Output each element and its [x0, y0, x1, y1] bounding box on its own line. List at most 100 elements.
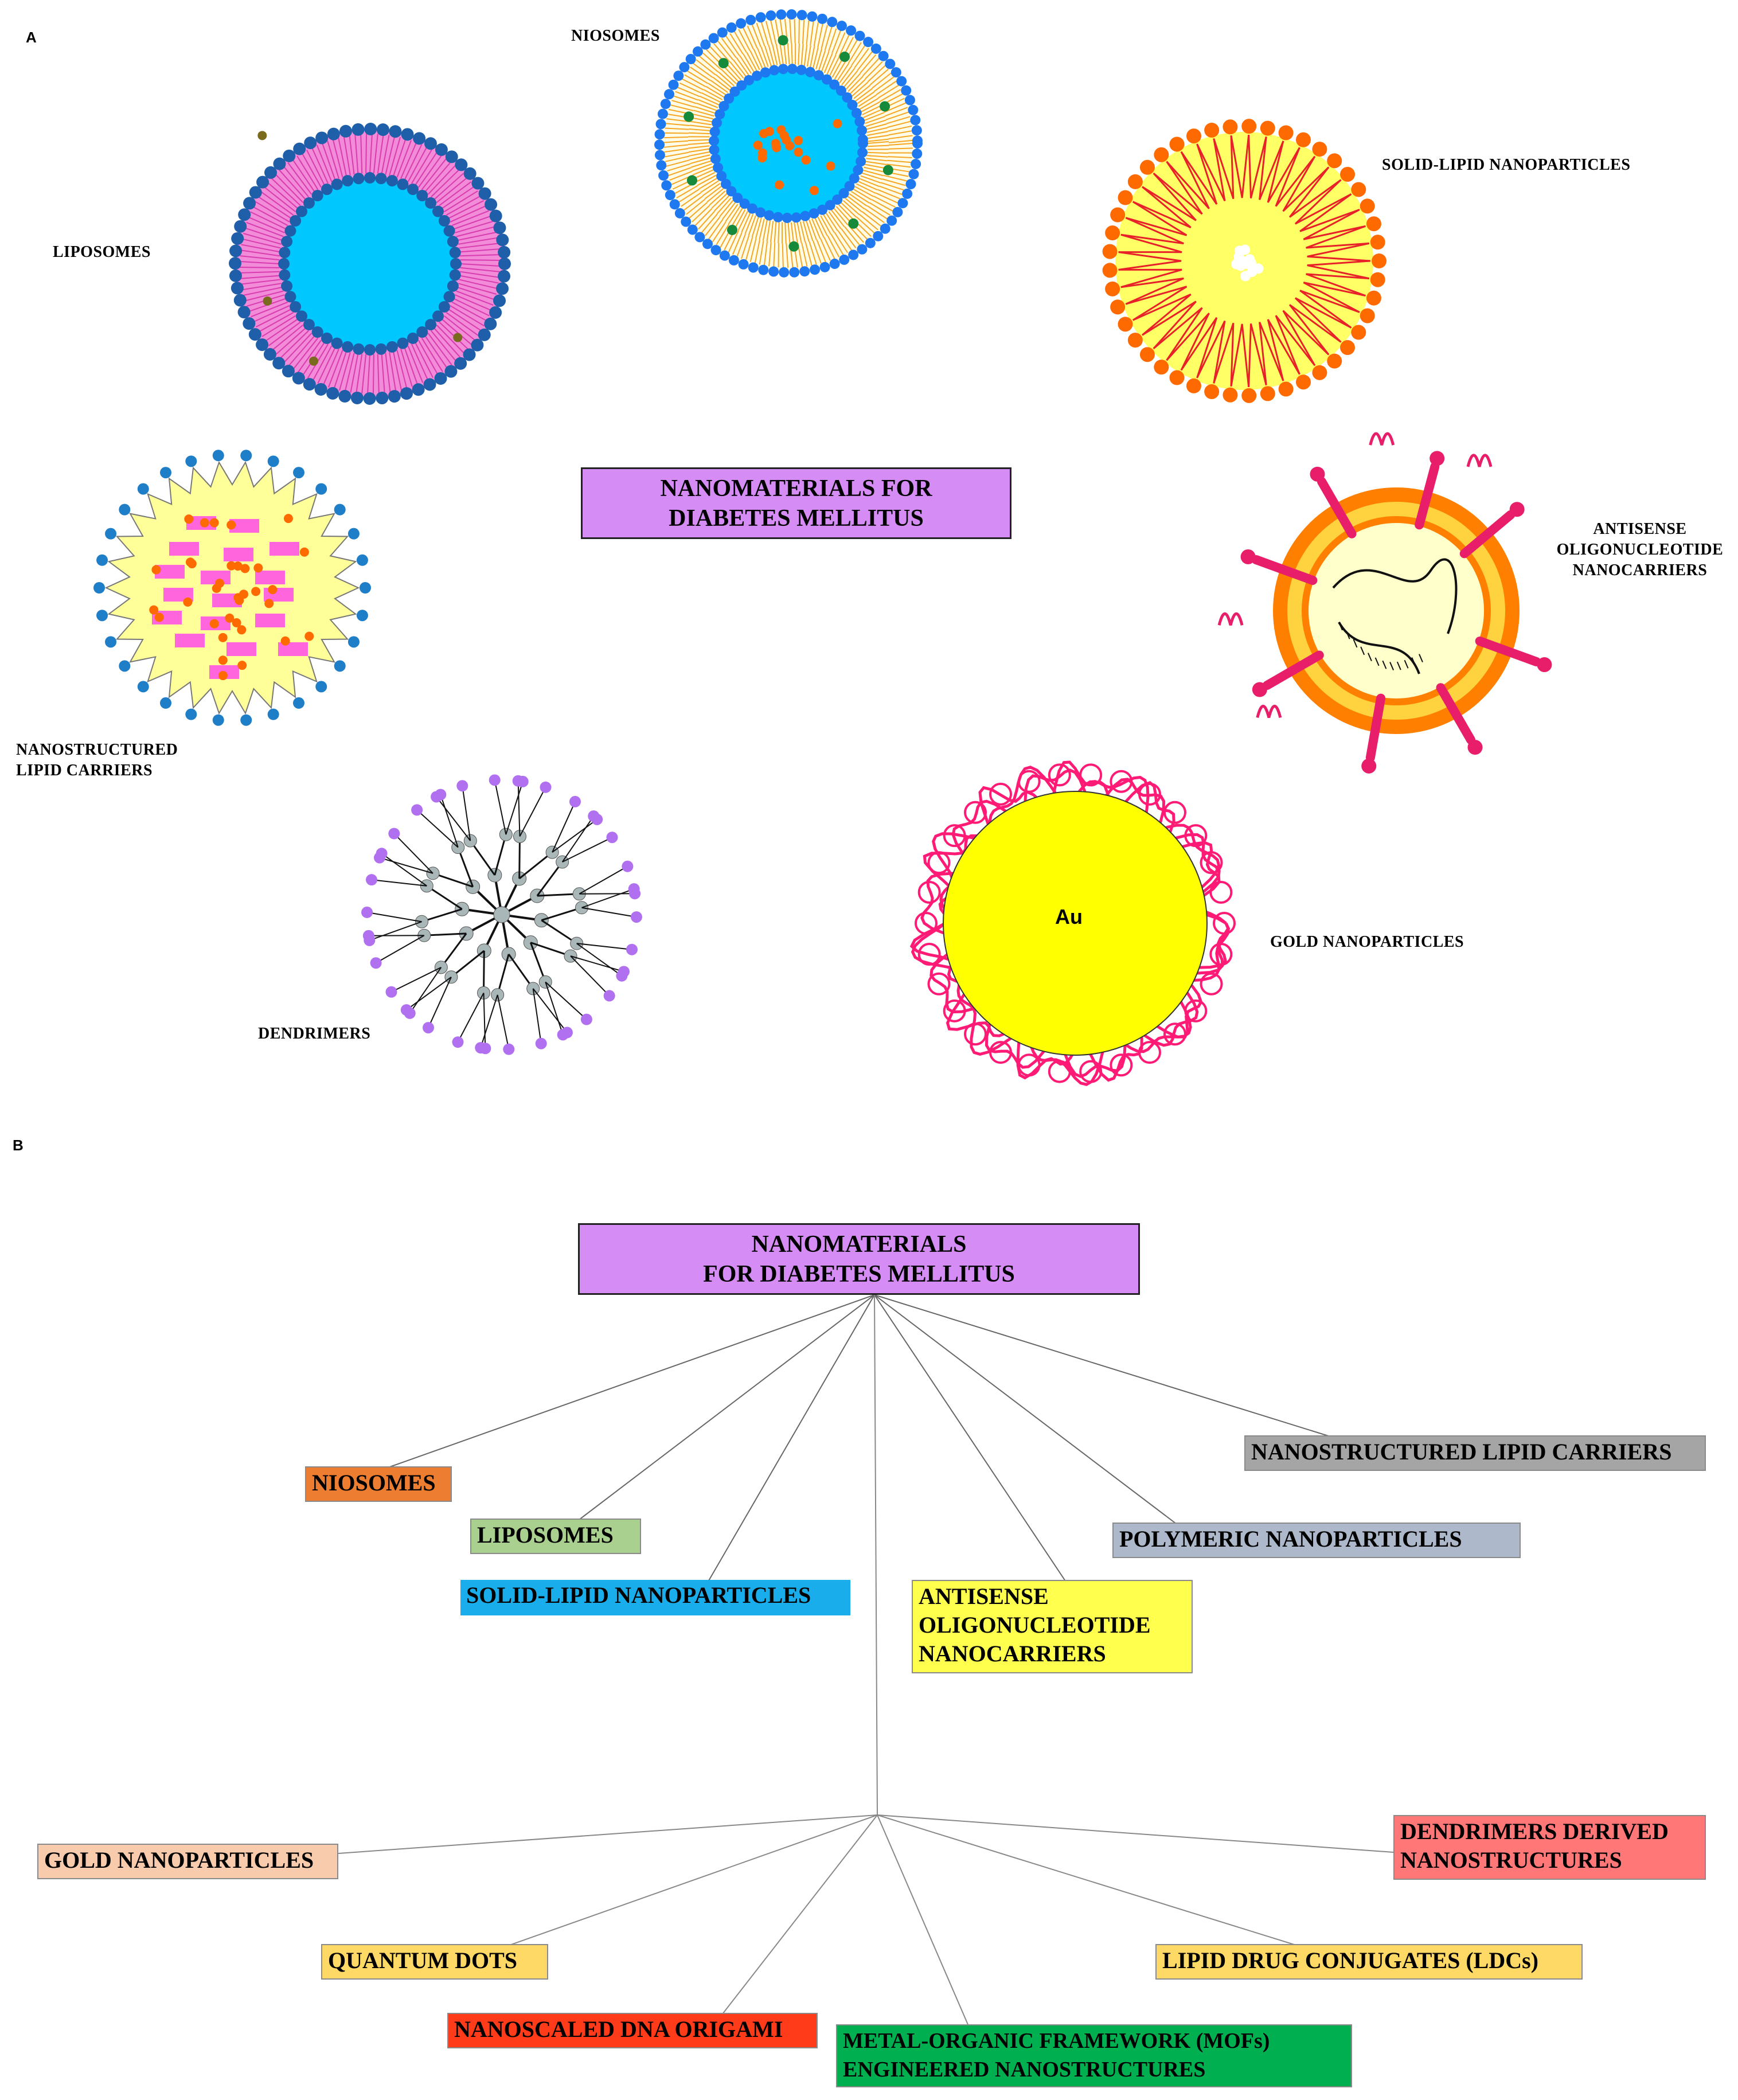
head-group	[1105, 281, 1120, 296]
dendrimer-branch	[545, 982, 564, 1035]
lipid-tail	[459, 275, 499, 284]
outer-head-group	[484, 317, 497, 330]
hydrophilic-drug	[826, 161, 835, 171]
surfactant-head	[347, 528, 360, 540]
outer-head-group	[463, 348, 476, 361]
inner-head-group	[449, 247, 461, 259]
surfactant-head	[356, 554, 368, 566]
lipid-tail	[443, 315, 476, 341]
drug-crystal	[1253, 263, 1264, 274]
surfactant-tail	[874, 76, 895, 92]
lipid-tail	[1125, 201, 1188, 236]
dendrimer-branch	[545, 981, 587, 1020]
drug-molecule	[212, 584, 221, 594]
panel-a-letter: A	[26, 29, 37, 46]
coating-loop	[964, 1022, 987, 1046]
lipid-tail	[456, 226, 495, 237]
surfactant-head	[315, 681, 327, 693]
lipid-tail	[328, 350, 343, 388]
liquid-lipid-domain	[270, 542, 299, 556]
coating-loop	[1017, 1053, 1041, 1077]
category-liposomes: LIPOSOMES	[470, 1519, 641, 1554]
drug-molecule	[226, 520, 236, 530]
surfactant-tail	[872, 72, 892, 89]
surfactant-tail	[831, 58, 843, 78]
inner-head-group	[857, 147, 868, 158]
surfactant-head	[160, 467, 171, 479]
label-niosomes: NIOSOMES	[571, 27, 660, 45]
terminal-group	[423, 1022, 435, 1034]
lipid-tail	[243, 286, 283, 296]
lipid-tail	[404, 144, 423, 181]
targeting-ligand	[1251, 555, 1318, 585]
inner-head-group	[397, 178, 409, 190]
inner-head-group	[718, 101, 729, 111]
coating-loop	[1110, 770, 1133, 793]
outer-head-group	[878, 50, 889, 61]
surfactant-tail	[705, 85, 725, 98]
surfactant-tail	[681, 192, 702, 207]
dendrimer-core	[493, 906, 510, 923]
drug-molecule	[185, 557, 195, 567]
lipid-tail	[1196, 138, 1226, 202]
base-pair	[1353, 639, 1358, 648]
surfactant-tail	[673, 95, 697, 104]
inner-head-group	[739, 198, 750, 209]
outer-head-group	[424, 137, 437, 150]
lipid-tail	[441, 186, 475, 209]
head-group	[1351, 182, 1366, 197]
head-group	[1102, 263, 1118, 278]
head-group	[1169, 136, 1185, 152]
surfactant-tail	[823, 237, 835, 259]
lipid-tail	[389, 352, 397, 392]
surfactant-tail	[756, 22, 765, 46]
coating-loop	[964, 801, 987, 824]
surfactant-tail	[664, 136, 689, 139]
surfactant-tail	[841, 68, 856, 85]
inner-head-group	[809, 208, 819, 219]
drug-molecule	[209, 619, 219, 629]
surfactant-tail	[879, 185, 903, 195]
lipid-tail	[455, 221, 493, 233]
surfactant-tail	[867, 134, 889, 139]
outer-head-group	[681, 216, 692, 227]
lipid-tail	[276, 327, 306, 355]
lipid-tail	[377, 134, 384, 174]
lipid-tail	[392, 351, 402, 391]
outer-head-group	[673, 71, 684, 81]
dendrimer-branch	[381, 853, 427, 887]
surfactant-head	[240, 450, 252, 462]
outer-head-group	[905, 179, 916, 190]
targeting-ligand	[1459, 510, 1516, 559]
lipid-tail	[333, 351, 347, 389]
gold-core	[943, 791, 1208, 1056]
outer-head-group	[674, 208, 685, 218]
inner-head-group	[736, 80, 747, 91]
label-dendrimers: DENDRIMERS	[258, 1025, 371, 1043]
lipid-tail	[411, 344, 429, 381]
inner-head-group	[769, 65, 780, 76]
lipid-tail	[424, 335, 448, 369]
coating-loop	[1110, 1053, 1133, 1077]
surfactant-tail	[888, 139, 913, 143]
lipid-tail	[446, 312, 479, 337]
inner-head-group	[425, 319, 437, 331]
lipid-tail	[297, 339, 322, 373]
outer-head-group	[264, 166, 278, 179]
panel-b-letter: B	[13, 1137, 24, 1154]
outer-head-group	[293, 142, 306, 155]
dendrimer-branch	[494, 780, 507, 835]
surfactant-tail	[813, 47, 819, 69]
lipid-tail	[1120, 217, 1184, 245]
inner-head-group	[290, 301, 302, 313]
drug-crystal	[1234, 245, 1245, 256]
outer-head-group	[799, 266, 810, 277]
surfactant-tail	[701, 92, 721, 103]
surfactant-tail	[843, 70, 858, 88]
surfactant-tail	[667, 163, 690, 172]
lipid-tail	[415, 151, 438, 186]
outer-head-group	[388, 390, 401, 403]
lipid-tail	[396, 140, 412, 178]
outer-head-group	[693, 46, 704, 57]
outer-head-group	[389, 125, 402, 138]
